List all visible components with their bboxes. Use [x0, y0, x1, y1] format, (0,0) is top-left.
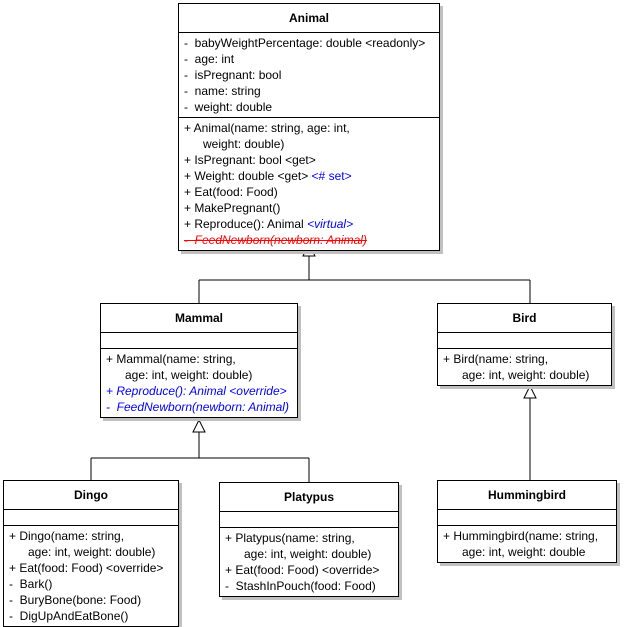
- class-box-bird[interactable]: Bird + Bird(name: string, age: int, weig…: [437, 303, 612, 386]
- class-attributes-bird: [438, 333, 611, 349]
- operation-row: + Mammal(name: string,: [106, 352, 236, 366]
- class-box-mammal[interactable]: Mammal + Mammal(name: string, age: int, …: [100, 303, 298, 418]
- operation-row: + Platypus(name: string,: [225, 531, 355, 545]
- operation-row: + MakePregnant(): [184, 201, 281, 215]
- class-operations-animal: + Animal(name: string, age: int, weight:…: [179, 118, 439, 250]
- operation-row: + Reproduce(): Animal <virtual>: [179, 216, 439, 232]
- operation-text: + Reproduce(): Animal: [184, 217, 308, 231]
- generalization-to-animal: [198, 242, 531, 303]
- operation-row-override: - FeedNewborn(newborn: Animal): [106, 400, 289, 414]
- operation-row: + Weight: double <get> <# set>: [179, 168, 439, 184]
- operation-text: + Weight: double <get>: [184, 169, 312, 183]
- attribute-row: - age: int: [184, 52, 235, 66]
- operation-row-continuation: age: int, weight: double: [462, 545, 586, 559]
- class-name-hummingbird: Hummingbird: [438, 481, 616, 510]
- class-operations-bird: + Bird(name: string, age: int, weight: d…: [438, 349, 611, 385]
- class-box-animal[interactable]: Animal - babyWeightPercentage: double <r…: [178, 3, 440, 251]
- operation-row-continuation: weight: double): [203, 137, 285, 151]
- class-box-platypus[interactable]: Platypus + Platypus(name: string, age: i…: [219, 482, 399, 597]
- operation-row: + Bird(name: string,: [443, 352, 549, 366]
- operation-row-continuation: age: int, weight: double): [28, 545, 156, 559]
- class-operations-mammal: + Mammal(name: string, age: int, weight:…: [101, 349, 297, 417]
- class-attributes-hummingbird: [438, 510, 616, 526]
- operation-row: + IsPregnant: bool <get>: [184, 153, 316, 167]
- generalization-to-bird: [523, 384, 537, 480]
- class-attributes-dingo: [4, 510, 178, 526]
- stereotype-virtual: <virtual>: [307, 217, 354, 231]
- stereotype-set: <# set>: [311, 169, 352, 183]
- class-operations-dingo: + Dingo(name: string, age: int, weight: …: [4, 526, 178, 626]
- operation-row-continuation: age: int, weight: double): [244, 547, 372, 561]
- attribute-row: - babyWeightPercentage: double <readonly…: [184, 36, 426, 50]
- class-name-platypus: Platypus: [220, 483, 398, 512]
- operation-row-override: + Reproduce(): Animal <override>: [106, 384, 287, 398]
- operation-row: + Hummingbird(name: string,: [443, 529, 599, 543]
- operation-row: - BuryBone(bone: Food): [9, 593, 142, 607]
- class-box-dingo[interactable]: Dingo + Dingo(name: string, age: int, we…: [3, 480, 179, 627]
- attribute-row: - weight: double: [184, 100, 273, 114]
- class-attributes-platypus: [220, 512, 398, 528]
- operation-row: + Eat(food: Food): [184, 185, 278, 199]
- class-box-hummingbird[interactable]: Hummingbird + Hummingbird(name: string, …: [437, 480, 617, 563]
- class-operations-platypus: + Platypus(name: string, age: int, weigh…: [220, 528, 398, 596]
- class-name-mammal: Mammal: [101, 304, 297, 333]
- class-name-dingo: Dingo: [4, 481, 178, 510]
- generalization-to-mammal: [90, 418, 310, 482]
- operation-row: - Bark(): [9, 577, 53, 591]
- class-operations-hummingbird: + Hummingbird(name: string, age: int, we…: [438, 526, 616, 562]
- class-name-animal: Animal: [179, 4, 439, 33]
- operation-row-removed: - FeedNewborn(newborn: Animal): [184, 233, 367, 247]
- operation-row: + Eat(food: Food) <override>: [9, 561, 164, 575]
- operation-row: + Animal(name: string, age: int,: [184, 121, 350, 135]
- operation-row: - StashInPouch(food: Food): [225, 579, 376, 593]
- class-attributes-mammal: [101, 333, 297, 349]
- attribute-row: - name: string: [184, 84, 261, 98]
- operation-row-continuation: age: int, weight: double): [462, 368, 590, 382]
- operation-row: - DigUpAndEatBone(): [9, 609, 129, 623]
- operation-row-continuation: age: int, weight: double): [125, 368, 253, 382]
- attribute-row: - isPregnant: bool: [184, 68, 282, 82]
- class-name-bird: Bird: [438, 304, 611, 333]
- operation-row: + Eat(food: Food) <override>: [225, 563, 380, 577]
- class-attributes-animal: - babyWeightPercentage: double <readonly…: [179, 33, 439, 118]
- operation-row: + Dingo(name: string,: [9, 529, 125, 543]
